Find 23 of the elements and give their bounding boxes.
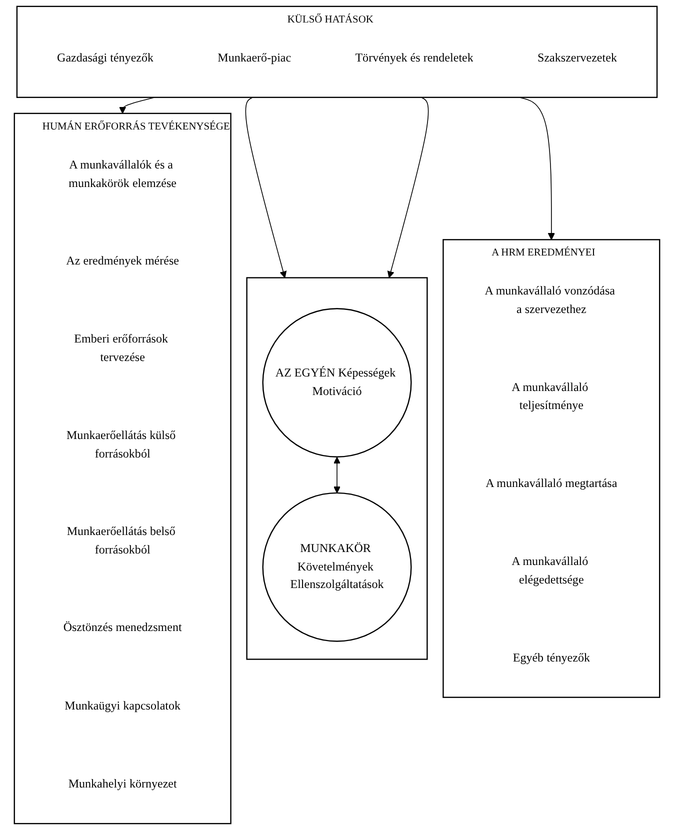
node-text: A munkavállalók és a munkakörök elemzése — [68, 158, 177, 190]
node-text: A munkavállaló elégedettsége — [512, 555, 588, 586]
node-text: Munkaerő-piac — [218, 52, 292, 65]
node-text: Egyéb tényezők — [512, 652, 590, 664]
node-text: A munkavállaló teljesítménye — [512, 381, 588, 412]
node-text: Törvények és rendeletek — [355, 52, 474, 65]
node-text: Munkaerőellátás külső forrásokból — [66, 429, 176, 460]
node-text: A munkavállaló megtartása — [486, 477, 618, 490]
cluster — [246, 277, 428, 660]
node-text: Munkaerőellátás belső forrásokból — [66, 525, 176, 556]
arrow — [333, 456, 341, 494]
node-text: Emberi erőforrások tervezése — [74, 333, 168, 364]
arrow — [387, 97, 429, 278]
node-text: Munkahelyi környezet — [68, 778, 177, 791]
node-text: Gazdasági tényezők — [57, 52, 154, 65]
node-circle: AZ EGYÉN Képességek Motiváció — [262, 308, 412, 458]
node-text: Szakszervezetek — [538, 52, 617, 65]
node-circle: MUNKAKÖR Követelmények Ellenszolgáltatások — [262, 492, 412, 642]
node-text: Munkaügyi kapcsolatok — [64, 700, 181, 713]
arrow — [245, 97, 287, 278]
node-text: Ösztönzés menedzsment — [63, 622, 182, 634]
node-text: Az eredmények mérése — [66, 254, 179, 268]
node-text: A munkavállaló vonzódása a szervezethez — [484, 284, 616, 316]
